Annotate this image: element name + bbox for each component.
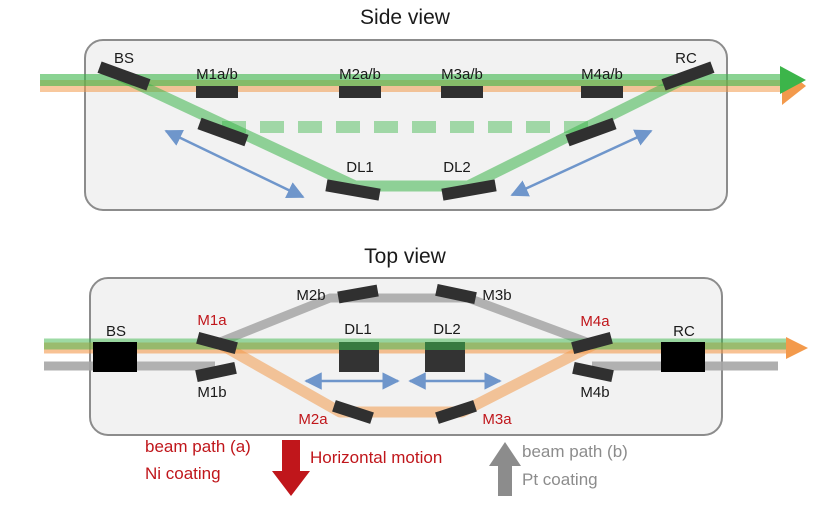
top-label-m1b: M1b: [197, 384, 226, 401]
legend-path-a-title: beam path (a): [145, 437, 251, 456]
side-motion-arrow-right: [510, 129, 653, 197]
side-label-rc: RC: [675, 50, 697, 67]
top-label-m1a: M1a: [197, 312, 227, 329]
top-m1b-mirror: [195, 361, 237, 383]
top-label-m3b: M3b: [482, 287, 511, 304]
top-label-m3a: M3a: [482, 411, 512, 428]
top-label-m2b: M2b: [296, 287, 325, 304]
side-label-bs: BS: [114, 50, 134, 67]
side-dl2-mirror: [441, 179, 497, 201]
legend-path-b-coating: Pt coating: [522, 470, 598, 489]
top-label-bs: BS: [106, 323, 126, 340]
top-m2a-mirror: [332, 400, 374, 424]
top-dl1-beam-overlay: [339, 342, 379, 350]
top-m4b-mirror: [572, 361, 614, 383]
top-m2b-mirror: [337, 284, 379, 304]
side-label-dl1: DL1: [346, 159, 374, 176]
top-m3b-mirror: [435, 283, 477, 305]
side-view-title: Side view: [360, 6, 451, 29]
side-label-m3: M3a/b: [441, 66, 483, 83]
top-view-panel: Top view BS RC M1a: [44, 245, 808, 436]
down-arrow-red-icon: [272, 440, 310, 496]
legend-horizontal-motion: Horizontal motion: [310, 448, 442, 467]
top-m1a-mirror: [196, 332, 238, 354]
side-m4-mirror: [581, 86, 623, 98]
top-view-title: Top view: [364, 245, 447, 268]
top-label-dl2: DL2: [433, 321, 461, 338]
top-m4a-mirror: [571, 332, 613, 354]
legend-path-a-coating: Ni coating: [145, 464, 221, 483]
top-view-chamber: [89, 277, 723, 436]
side-label-m4: M4a/b: [581, 66, 623, 83]
side-m2-mirror: [339, 86, 381, 98]
legend: beam path (a) Ni coating Horizontal moti…: [145, 437, 628, 496]
side-label-dl2: DL2: [443, 159, 471, 176]
side-bs-mirror: [97, 61, 151, 91]
top-label-m4a: M4a: [580, 313, 610, 330]
top-orange-arrowhead: [786, 337, 808, 359]
top-label-m2a: M2a: [298, 411, 328, 428]
side-label-m1: M1a/b: [196, 66, 238, 83]
side-delay-mirror-right: [565, 117, 617, 147]
top-label-m4b: M4b: [580, 384, 609, 401]
side-rc-mirror: [661, 61, 715, 91]
side-delay-mirror-left: [197, 117, 249, 147]
side-motion-arrow-left: [164, 129, 305, 199]
top-label-rc: RC: [673, 323, 695, 340]
up-arrow-grey-icon: [489, 442, 521, 496]
side-m3-mirror: [441, 86, 483, 98]
legend-path-b-title: beam path (b): [522, 442, 628, 461]
top-m3a-mirror: [435, 400, 477, 424]
side-label-m2: M2a/b: [339, 66, 381, 83]
top-grey-delay-beam: [213, 293, 594, 349]
side-m1-mirror: [196, 86, 238, 98]
top-rc-block: [661, 342, 705, 372]
top-orange-delay-beam: [217, 339, 598, 418]
top-dl2-beam-overlay: [425, 342, 465, 350]
side-view-panel: Side view BS M1a/b M2a/b M3a/b M4a/b RC …: [40, 6, 806, 211]
top-label-dl1: DL1: [344, 321, 372, 338]
side-green-arrowhead: [780, 66, 806, 94]
top-bs-block: [93, 342, 137, 372]
side-dl1-mirror: [325, 179, 381, 201]
